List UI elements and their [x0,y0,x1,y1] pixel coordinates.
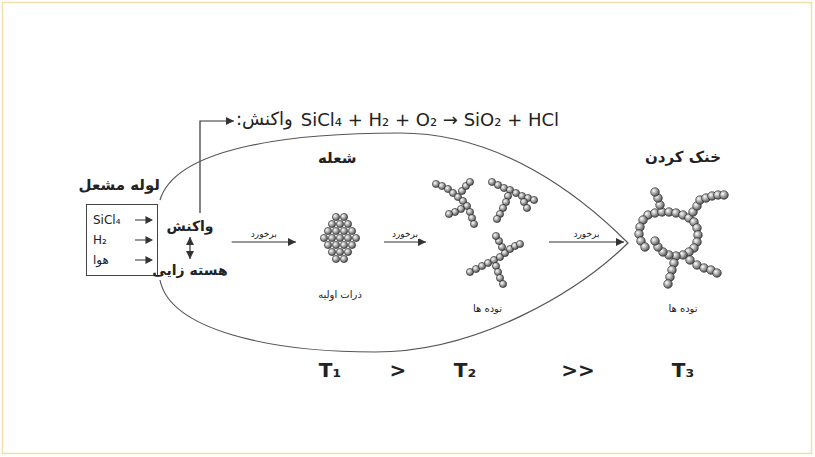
edge-label: برخورد [250,229,278,239]
edge-label: برخورد [391,229,419,239]
particle [336,234,343,241]
tube-heading: لوله مشعل [80,176,160,194]
feed-gas: هوا [93,253,109,267]
feed-row: H₂ [93,230,153,250]
edge-label: برخورد [572,229,600,239]
particle [332,255,339,262]
particle [713,269,722,278]
connector-arrow [189,237,190,259]
particle [336,248,343,255]
node-center: هسته زایی [152,262,227,278]
particle [470,220,477,227]
particle [332,227,339,234]
feed-arrow [135,216,153,224]
flame-label: شعله [318,149,356,167]
node-pic: توده ها [430,176,545,314]
stage-label: واکنش [166,218,213,234]
particle [340,227,347,234]
annotation: واکنش: [236,108,293,129]
particle [348,241,355,248]
particle [492,232,499,239]
aggregates [432,178,537,287]
annotation: T₁ [319,358,341,382]
particle [328,248,335,255]
feed-row: هوا [93,250,153,270]
frame [3,3,812,454]
particle [336,220,343,227]
node-pic: ذرات اولیه [300,214,380,300]
particle [344,220,351,227]
particle [344,234,351,241]
particle [324,227,331,234]
stage-heading: خنک کردن [645,148,721,166]
particle [651,237,660,246]
particle [324,241,331,248]
feed-arrow [135,236,153,244]
particle [445,210,452,217]
particle [348,227,355,234]
annotation: T₂ [454,358,476,382]
particle [523,204,530,211]
annotation: SiCl₄ + H₂ + O₂ → SiO₂ + HCl [301,109,559,130]
particle [332,213,339,220]
node-flame: شعلهواکنشهسته زاییذرات اولیهتوده ها [158,130,632,356]
annotation: T₃ [672,358,694,382]
stage-label: هسته زایی [152,262,227,278]
node-center: واکنش [166,218,213,234]
primary-particles [320,213,359,262]
particle [651,188,660,197]
particle [641,243,650,252]
annotation: > [390,358,407,382]
particle [340,241,347,248]
feed-gas: SiCl₄ [93,213,120,227]
particle-label: توده ها [668,303,697,314]
cooled-aggregate [635,188,729,289]
particle [340,255,347,262]
particle [493,215,500,222]
particle [328,220,335,227]
connector-arrow [232,241,296,242]
particle-label: توده ها [473,303,502,314]
particle [466,178,473,185]
flame-outline [158,130,632,356]
particle [320,234,327,241]
feed-row: SiCl₄ [93,210,153,230]
leader-line [200,121,234,213]
connector-arrow [384,241,426,242]
particle [344,248,351,255]
particle-label: ذرات اولیه [318,289,362,300]
particle [332,241,339,248]
feed-gas: H₂ [93,233,107,247]
particle [328,234,335,241]
particle [530,196,537,203]
connector-arrow [549,241,624,242]
particle [352,234,359,241]
annotation: >> [561,358,595,382]
node-burner: لوله مشعل SiCl₄ H₂ هوا [80,176,160,276]
node-pic2: خنک کردن توده ها [628,148,738,314]
particle [720,191,729,200]
particle [664,280,673,289]
particle [516,240,523,247]
feed-arrow [135,256,153,264]
particle [340,213,347,220]
tube-box: SiCl₄ H₂ هوا [86,204,158,276]
particle [499,280,506,287]
